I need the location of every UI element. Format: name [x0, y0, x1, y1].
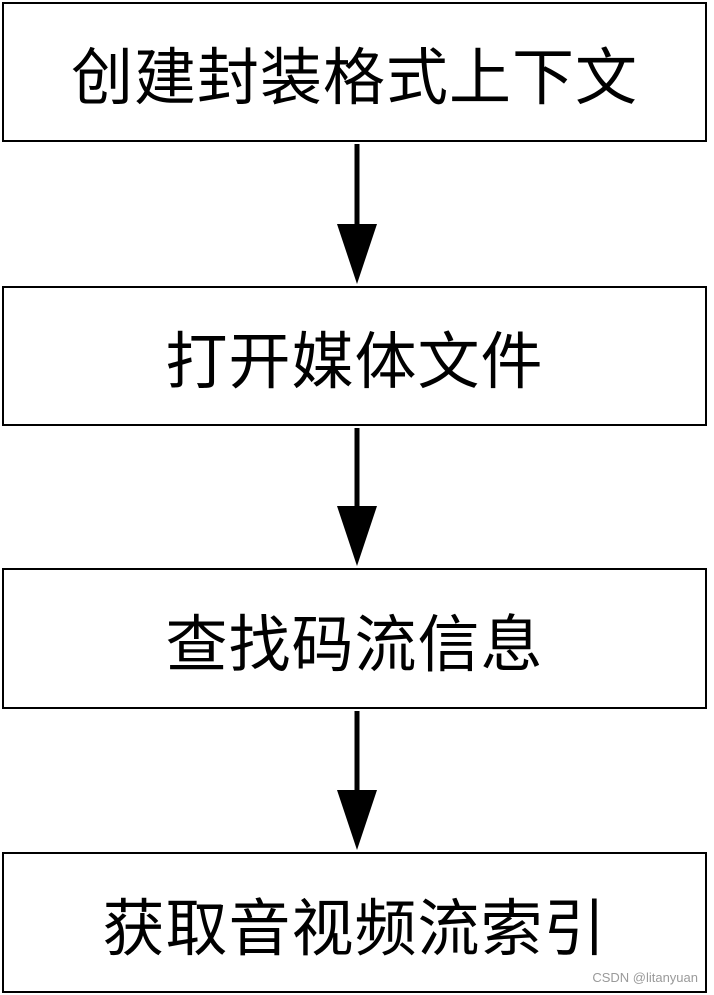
flow-step-3: 查找码流信息	[2, 568, 707, 709]
flow-step-2-label: 打开媒体文件	[165, 325, 544, 398]
flow-step-3-label: 查找码流信息	[165, 607, 544, 681]
flow-step-4-label: 获取音视频流索引	[102, 891, 607, 965]
arrow-head	[337, 224, 377, 284]
flow-step-2: 打开媒体文件	[2, 286, 707, 426]
flow-arrow-1-2	[337, 144, 377, 284]
flow-arrow-2-3	[337, 428, 377, 566]
flow-step-1-label: 创建封装格式上下文	[70, 41, 638, 114]
arrow-head	[337, 506, 377, 566]
csdn-watermark: CSDN @litanyuan	[592, 970, 698, 985]
flow-arrow-3-4	[337, 711, 377, 850]
arrow-head	[337, 790, 377, 850]
flow-step-1: 创建封装格式上下文	[2, 2, 707, 142]
flow-step-4: 获取音视频流索引	[2, 852, 707, 993]
